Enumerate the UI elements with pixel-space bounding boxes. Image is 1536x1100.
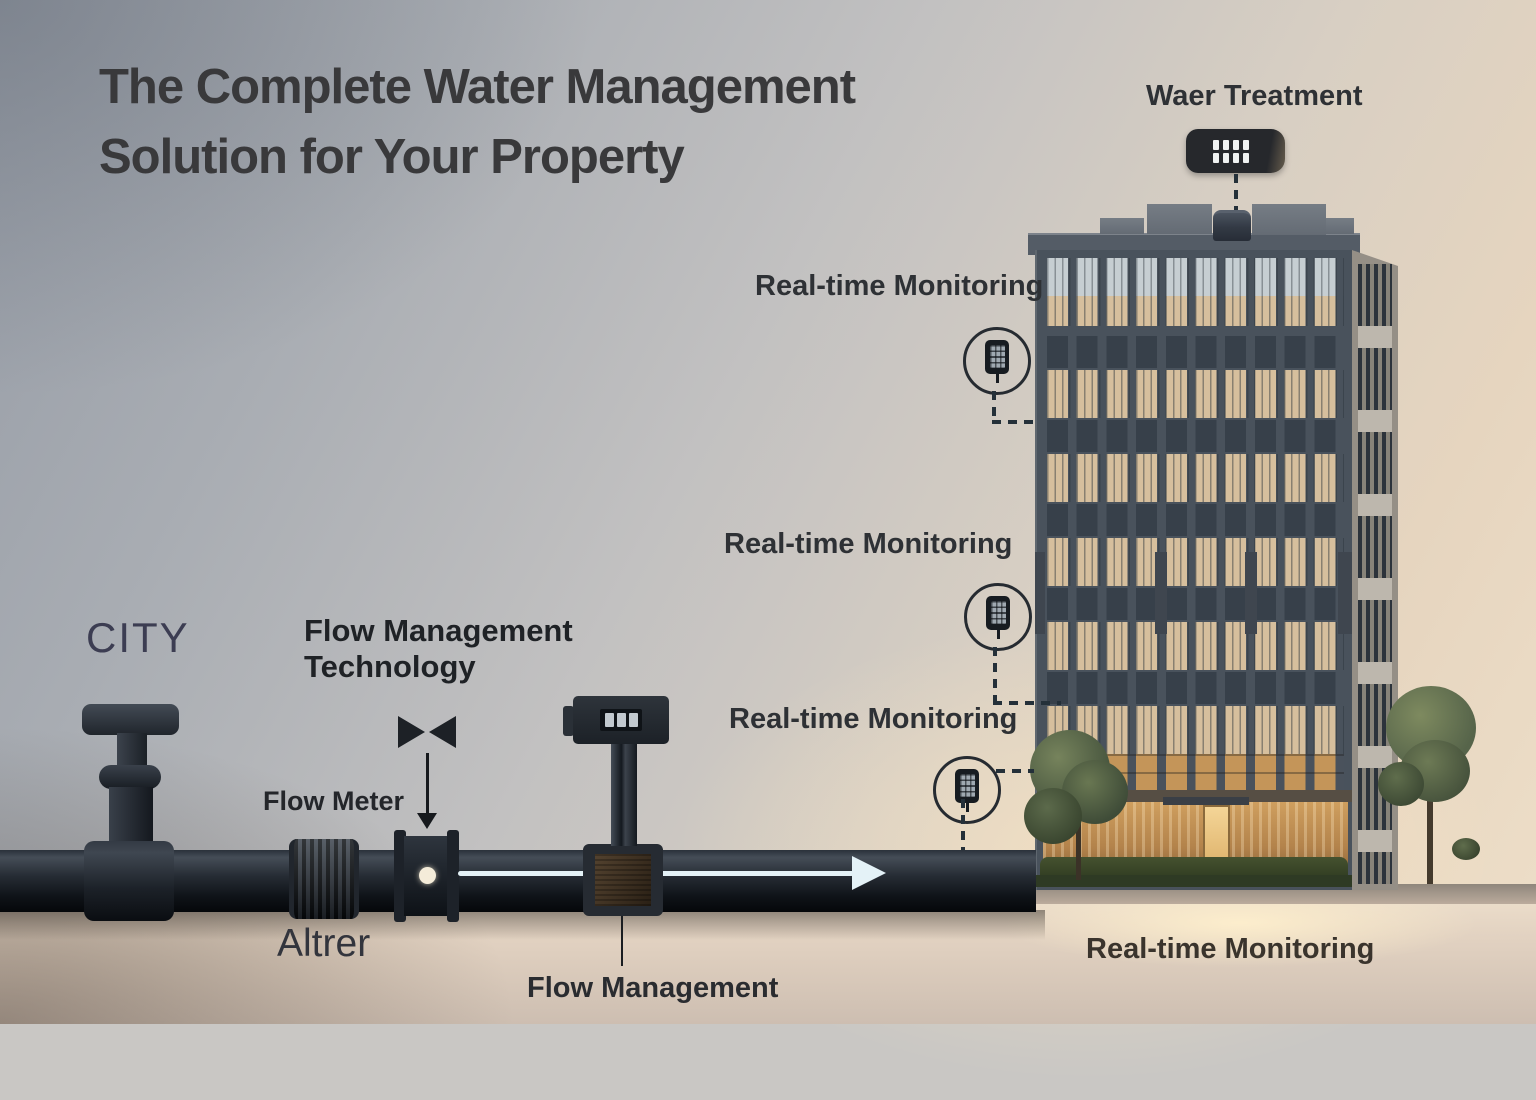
flow-meter-coupling	[289, 839, 359, 919]
spandrel-row	[1047, 504, 1344, 536]
altrer-label: Altrer	[277, 922, 371, 965]
rooftop-box	[1326, 218, 1354, 234]
rooftop-box	[1252, 204, 1326, 235]
monitoring-circle-2	[964, 583, 1032, 651]
connector-1-vertical	[992, 391, 996, 423]
connector-1-horizontal	[992, 420, 1038, 424]
monitoring-label-mid: Real-time Monitoring	[724, 528, 1013, 560]
valve-flange	[394, 830, 406, 922]
water-treatment-device-icon	[1186, 129, 1285, 173]
entrance-canopy	[1163, 797, 1249, 805]
entrance-column	[1245, 552, 1257, 634]
valve-indicator-dot	[419, 867, 436, 884]
rooftop-box	[1147, 204, 1212, 234]
monitoring-label-top: Real-time Monitoring	[755, 270, 1044, 302]
connector-2-vertical	[993, 647, 997, 704]
connector-water-treatment	[1234, 174, 1238, 216]
spandrel-row	[1047, 336, 1344, 368]
flow-meter-label: Flow Meter	[263, 786, 405, 816]
pipe-shadow	[0, 910, 1045, 940]
flow-display-device	[573, 696, 669, 744]
connector-3-vertical	[961, 799, 965, 853]
entrance-column	[1155, 552, 1167, 634]
device-stem	[996, 629, 1000, 639]
monitoring-circle-1	[963, 327, 1031, 395]
flow-management-pointer-line	[621, 916, 623, 966]
building-facade	[1035, 250, 1354, 890]
window-row	[1047, 258, 1344, 296]
title-line-2: Solution for Your Property	[99, 130, 685, 184]
valve-bowtie-icon	[398, 716, 425, 748]
monitoring-device-icon	[986, 595, 1010, 630]
spandrel-row	[1047, 420, 1344, 452]
monitoring-label-low: Real-time Monitoring	[729, 703, 1018, 735]
rooftop-box	[1100, 218, 1144, 234]
flow-display-screen	[600, 709, 642, 731]
device-stem	[965, 802, 969, 812]
down-arrow-icon	[426, 753, 429, 815]
window-row	[1047, 370, 1344, 418]
monitoring-circle-3	[933, 756, 1001, 824]
city-tap-neck	[117, 733, 147, 769]
valve-bowtie-icon	[429, 716, 456, 748]
flow-tech-line-1: Flow Management	[304, 613, 573, 648]
flow-tech-line-2: Technology	[304, 649, 476, 684]
connector-2-horizontal	[993, 701, 1061, 705]
window-row	[1047, 454, 1344, 502]
entrance-column	[1338, 552, 1352, 634]
city-label: CITY	[86, 614, 190, 661]
flow-technology-label: Flow Management Technology	[304, 613, 573, 685]
city-tap-flange	[99, 765, 161, 789]
window-row	[1047, 296, 1344, 326]
rooftop-water-tank	[1213, 210, 1251, 241]
flow-arrow-head-icon	[852, 856, 886, 890]
flow-display-stem	[611, 740, 637, 846]
spandrel-row	[1047, 588, 1344, 620]
pipe-tee-junction	[84, 841, 174, 921]
device-stem	[995, 373, 999, 383]
valve-flange	[447, 830, 459, 922]
window-row	[1047, 622, 1344, 670]
page-title: The Complete Water Management Solution f…	[99, 52, 999, 192]
building-parapet	[1028, 233, 1360, 255]
entrance-column	[1035, 552, 1045, 634]
title-line-1: The Complete Water Management	[99, 60, 856, 114]
flow-display-nub	[563, 706, 574, 736]
monitoring-device-icon	[955, 768, 979, 803]
connector-3-horizontal	[996, 769, 1034, 773]
window-row	[1047, 538, 1344, 586]
down-arrow-head-icon	[417, 813, 437, 829]
spandrel-row	[1047, 672, 1344, 704]
grass-strip	[1034, 875, 1382, 887]
vent-grid-icon	[1212, 139, 1249, 163]
monitoring-label-bottom: Real-time Monitoring	[1086, 933, 1375, 965]
monitoring-device-icon	[985, 339, 1009, 374]
city-tap-handle	[82, 704, 179, 735]
flow-management-label: Flow Management	[527, 972, 779, 1004]
flow-management-clamp-core	[595, 854, 651, 906]
water-treatment-label: Waer Treatment	[1146, 80, 1363, 112]
top-left-vignette	[0, 0, 600, 400]
